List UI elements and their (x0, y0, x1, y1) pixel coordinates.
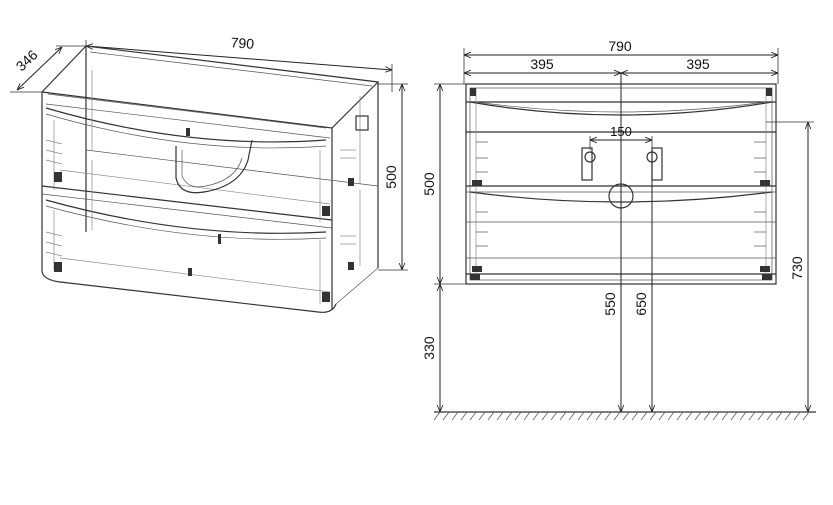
floor-hatch-line (622, 411, 630, 421)
floor-hatch-line (604, 411, 612, 421)
front-total-width-label: 790 (608, 38, 632, 54)
front-drain-height-label: 550 (602, 292, 618, 316)
front-top-height-dimension: 730 (766, 121, 814, 412)
front-body-height-label: 500 (421, 172, 437, 196)
floor-hatch-line (775, 411, 783, 421)
floor-hatch-line (649, 411, 657, 421)
floor-hatch-line (613, 411, 621, 421)
iso-height-label: 500 (383, 165, 399, 189)
front-drain-height-dimension: 550 (602, 196, 621, 412)
floor-hatch-line (721, 411, 729, 421)
floor-hatch-line (802, 411, 810, 421)
floor-hatch-line (748, 411, 756, 421)
iso-height-dimension: 500 (378, 83, 408, 271)
floor-hatch-line (685, 411, 693, 421)
front-top-height-label: 730 (789, 256, 805, 280)
floor-hatch-line (640, 411, 648, 421)
floor-hatch-line (469, 411, 477, 421)
floor-hatch-line (487, 411, 495, 421)
floor-hatch-line (757, 411, 765, 421)
floor-hatch-line (577, 411, 585, 421)
floor-hatch-line (559, 411, 567, 421)
floor-hatch-line (739, 411, 747, 421)
iso-width-label: 790 (230, 34, 255, 52)
floor-hatch-line (703, 411, 711, 421)
front-total-width-dimension: 790 (463, 38, 779, 84)
floor-hatch-line (442, 411, 450, 421)
floor-hatch-line (658, 411, 666, 421)
floor-hatch-line (505, 411, 513, 421)
front-floor-gap-label: 330 (421, 336, 437, 360)
floor-hatch-line (784, 411, 792, 421)
floor-hatch-line (451, 411, 459, 421)
floor-hatch-line (523, 411, 531, 421)
front-body-height-dimension: 500 (421, 83, 466, 285)
iso-depth-label: 346 (13, 46, 41, 74)
floor-hatch-line (631, 411, 639, 421)
floor-hatch-line (550, 411, 558, 421)
front-half-width-dimension: 395 395 (464, 56, 778, 73)
front-floor-gap-dimension: 330 (421, 284, 440, 412)
floor-hatch-line (694, 411, 702, 421)
floor-hatch-line (496, 411, 504, 421)
floor-hatch-line (793, 411, 801, 421)
floor-hatch-line (433, 411, 441, 421)
floor-hatch-line (595, 411, 603, 421)
front-view: 790 395 395 (421, 38, 816, 421)
floor-hatch-line (730, 411, 738, 421)
floor-hatch-line (478, 411, 486, 421)
floor-line (433, 411, 816, 421)
floor-hatch-line (541, 411, 549, 421)
floor-hatch-line (676, 411, 684, 421)
floor-hatch-line (712, 411, 720, 421)
front-half-right-label: 395 (686, 56, 710, 72)
floor-hatch-line (766, 411, 774, 421)
iso-width-dimension: 790 (85, 34, 393, 92)
iso-cabinet-body (40, 45, 380, 313)
front-half-left-label: 395 (530, 56, 554, 72)
floor-hatch-line (514, 411, 522, 421)
floor-hatch-line (460, 411, 468, 421)
front-bracket-height-dimension: 650 (633, 157, 652, 412)
floor-hatch-line (568, 411, 576, 421)
floor-hatch-line (532, 411, 540, 421)
floor-hatch-line (667, 411, 675, 421)
front-bracket-height-label: 650 (633, 292, 649, 316)
isometric-view: 790 346 500 (10, 34, 408, 313)
floor-hatch-line (586, 411, 594, 421)
